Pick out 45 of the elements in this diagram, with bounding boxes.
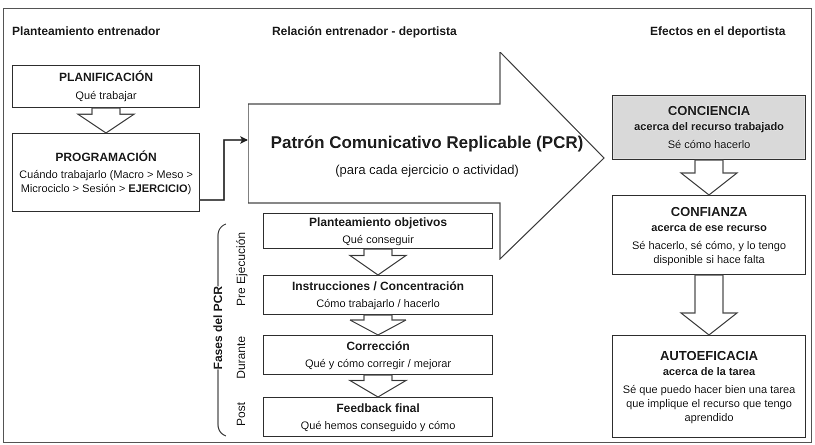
box-text: acerca de la tarea xyxy=(662,365,756,380)
box-text: acerca de ese recurso xyxy=(651,220,767,236)
box-title: Planteamiento objetivos xyxy=(308,214,448,230)
process-box xyxy=(12,65,200,108)
box-text: Sé hacerlo, sé cómo, y lo tengo disponible si hace falta xyxy=(630,240,788,268)
column-heading: Relación entrenador - deportista xyxy=(272,23,457,40)
hollow-arrow xyxy=(348,248,408,276)
phase-box xyxy=(263,275,493,315)
box-title: PROGRAMACIÓN xyxy=(55,148,157,165)
box-text: Cuándo trabajarlo (Macro > Meso > Microciclo > Sesión > EJERCICIO) xyxy=(18,169,194,196)
box-title: PLANIFICACIÓN xyxy=(59,69,153,86)
box-text: Sé cómo hacerlo xyxy=(668,139,750,153)
process-box xyxy=(12,133,200,212)
phase-label: Pre Ejecución xyxy=(233,230,249,306)
hollow-arrow xyxy=(349,314,407,336)
box-text: Sé que puedo hacer bien una tarea que implique el recurso que tengo aprendido xyxy=(622,384,796,426)
effect-box xyxy=(612,95,806,160)
column-heading: Efectos en el deportista xyxy=(650,23,786,40)
phase-box xyxy=(263,213,493,249)
box-text: (para cada ejercicio o actividad) xyxy=(334,160,520,179)
box-text: acerca del recurso trabajado xyxy=(634,120,784,135)
hollow-arrow xyxy=(679,159,739,196)
box-title: Feedback final xyxy=(336,400,420,416)
phase-label: Post xyxy=(233,402,249,426)
box-title: CONFIANZA xyxy=(670,202,748,221)
connector-arrow xyxy=(200,136,248,201)
hollow-arrow xyxy=(348,374,408,398)
phase-label: Durante xyxy=(233,336,249,379)
box-text: Qué hemos conseguido y cómo xyxy=(300,420,456,434)
effect-box xyxy=(612,195,806,275)
box-title: CONCIENCIA xyxy=(668,102,750,120)
box-text: Qué trabajar xyxy=(75,90,137,104)
column-heading: Planteamiento entrenador xyxy=(12,23,160,40)
effect-box xyxy=(612,335,806,438)
hollow-arrow xyxy=(679,274,739,336)
box-title: AUTOEFICACIA xyxy=(660,347,758,366)
box-text: Cómo trabajarlo / hacerlo xyxy=(316,298,440,312)
hollow-arrow xyxy=(76,107,136,134)
box-title: Patrón Comunicativo Replicable (PCR) xyxy=(270,132,584,154)
phase-box xyxy=(263,397,493,437)
box-title: Instrucciones / Concentración xyxy=(292,278,464,294)
box-text: Qué conseguir xyxy=(342,234,414,248)
box-text: Qué y cómo corregir / mejorar xyxy=(304,358,452,372)
box-title: Corrección xyxy=(346,338,410,354)
phase-box xyxy=(263,335,493,375)
